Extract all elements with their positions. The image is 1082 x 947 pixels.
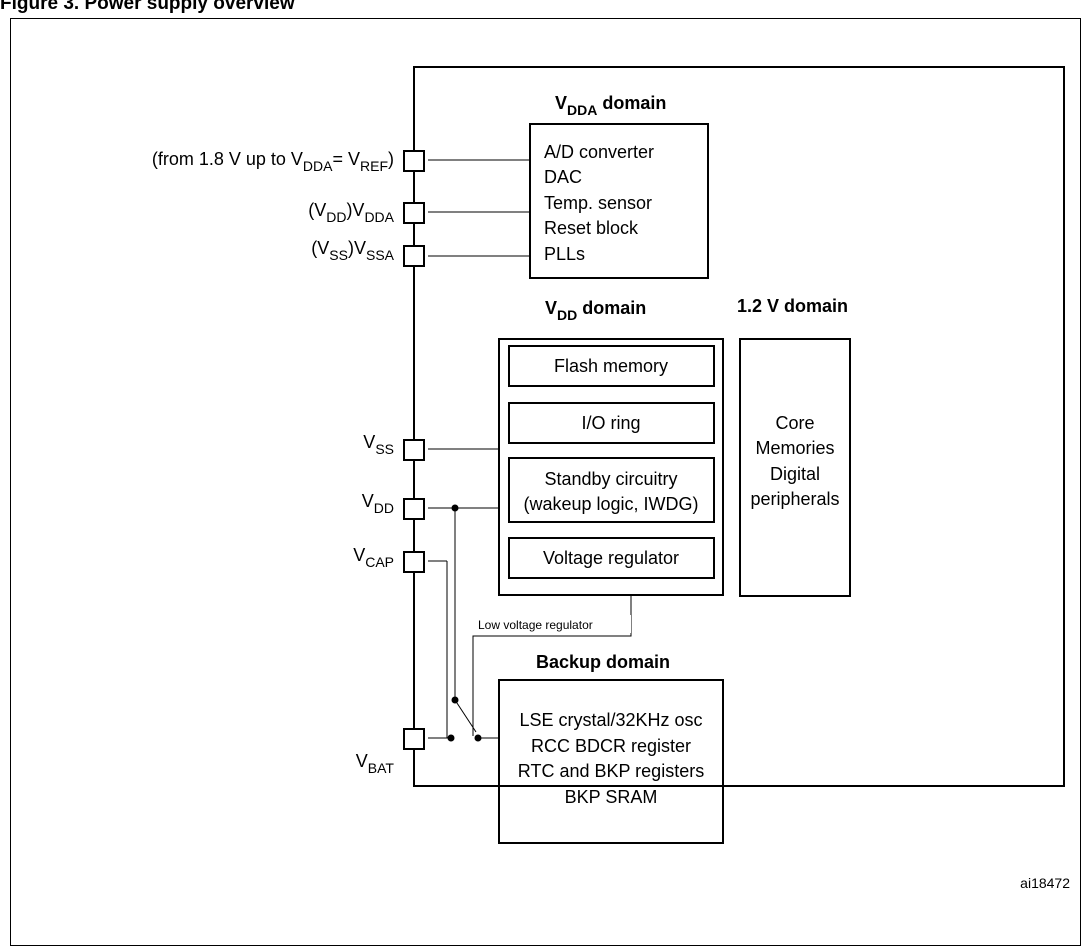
standby-label: (wakeup logic, IWDG)	[523, 494, 698, 514]
standby-label: Standby circuitry	[544, 469, 677, 489]
vdda-block-line: Temp. sensor	[544, 193, 652, 213]
vdd-domain-title: VDD domain	[545, 298, 646, 323]
vdda-block-line: DAC	[544, 167, 582, 187]
standby-circuitry-block	[508, 457, 715, 523]
core-block	[739, 338, 851, 597]
pin-pad-vss	[403, 439, 425, 461]
pin-label-vcap: VCAP	[353, 545, 394, 570]
figure-id: ai18472	[1020, 875, 1070, 891]
core-block-line: Memories	[755, 438, 834, 458]
pin-pad-vcap	[403, 551, 425, 573]
pin-pad-vdd	[403, 498, 425, 520]
backup-domain-title: Backup domain	[536, 652, 670, 672]
backup-block	[498, 679, 724, 844]
chip-outline	[413, 66, 1065, 787]
vdda-block-line: PLLs	[544, 244, 585, 264]
flash-memory-label: Flash memory	[554, 356, 668, 376]
core-block-line: Core	[775, 413, 814, 433]
pin-pad-vref	[403, 150, 425, 172]
vdda-block-line: A/D converter	[544, 142, 654, 162]
core-block-line: peripherals	[750, 489, 839, 509]
io-ring-block	[508, 402, 715, 444]
backup-block-line: BKP SRAM	[565, 787, 658, 807]
backup-block-line: RCC BDCR register	[531, 736, 691, 756]
voltage-regulator-label: Voltage regulator	[543, 548, 679, 568]
figure-title: Figure 3. Power supply overview	[0, 0, 295, 14]
junction-dot	[474, 734, 482, 742]
power-switch-blade	[454, 699, 477, 733]
core-domain-title: 1.2 V domain	[737, 296, 848, 316]
backup-block-line: RTC and BKP registers	[518, 761, 704, 781]
voltage-regulator-block	[508, 537, 715, 579]
pin-label-vdda: (VDD)VDDA	[308, 200, 394, 225]
junction-dot	[447, 734, 455, 742]
pin-label-vssa: (VSS)VSSA	[311, 238, 394, 263]
vdda-domain-title: VDDA domain	[555, 93, 666, 118]
vdd-block	[498, 338, 724, 596]
junction-dot	[451, 504, 459, 512]
core-block-line: Digital	[770, 464, 820, 484]
pin-label-vbat: VBAT	[356, 751, 395, 776]
pin-pad-vdda	[403, 202, 425, 224]
pin-label-vdd: VDD	[362, 491, 394, 516]
vdda-block	[529, 123, 709, 279]
figure-frame	[10, 18, 1081, 946]
vdda-block-line: Reset block	[544, 218, 639, 238]
pin-label-vss: VSS	[363, 432, 394, 457]
pin-label-vref: (from 1.8 V up to VDDA= VREF)	[152, 149, 394, 174]
pin-pad-vbat	[403, 728, 425, 750]
junction-dot	[451, 696, 459, 704]
pin-pad-vssa	[403, 245, 425, 267]
flash-memory-block	[508, 345, 715, 387]
io-ring-label: I/O ring	[581, 413, 640, 433]
lvr-label-bg	[475, 615, 631, 633]
backup-block-line: LSE crystal/32KHz osc	[519, 710, 702, 730]
low-voltage-regulator-label: Low voltage regulator	[478, 618, 593, 632]
